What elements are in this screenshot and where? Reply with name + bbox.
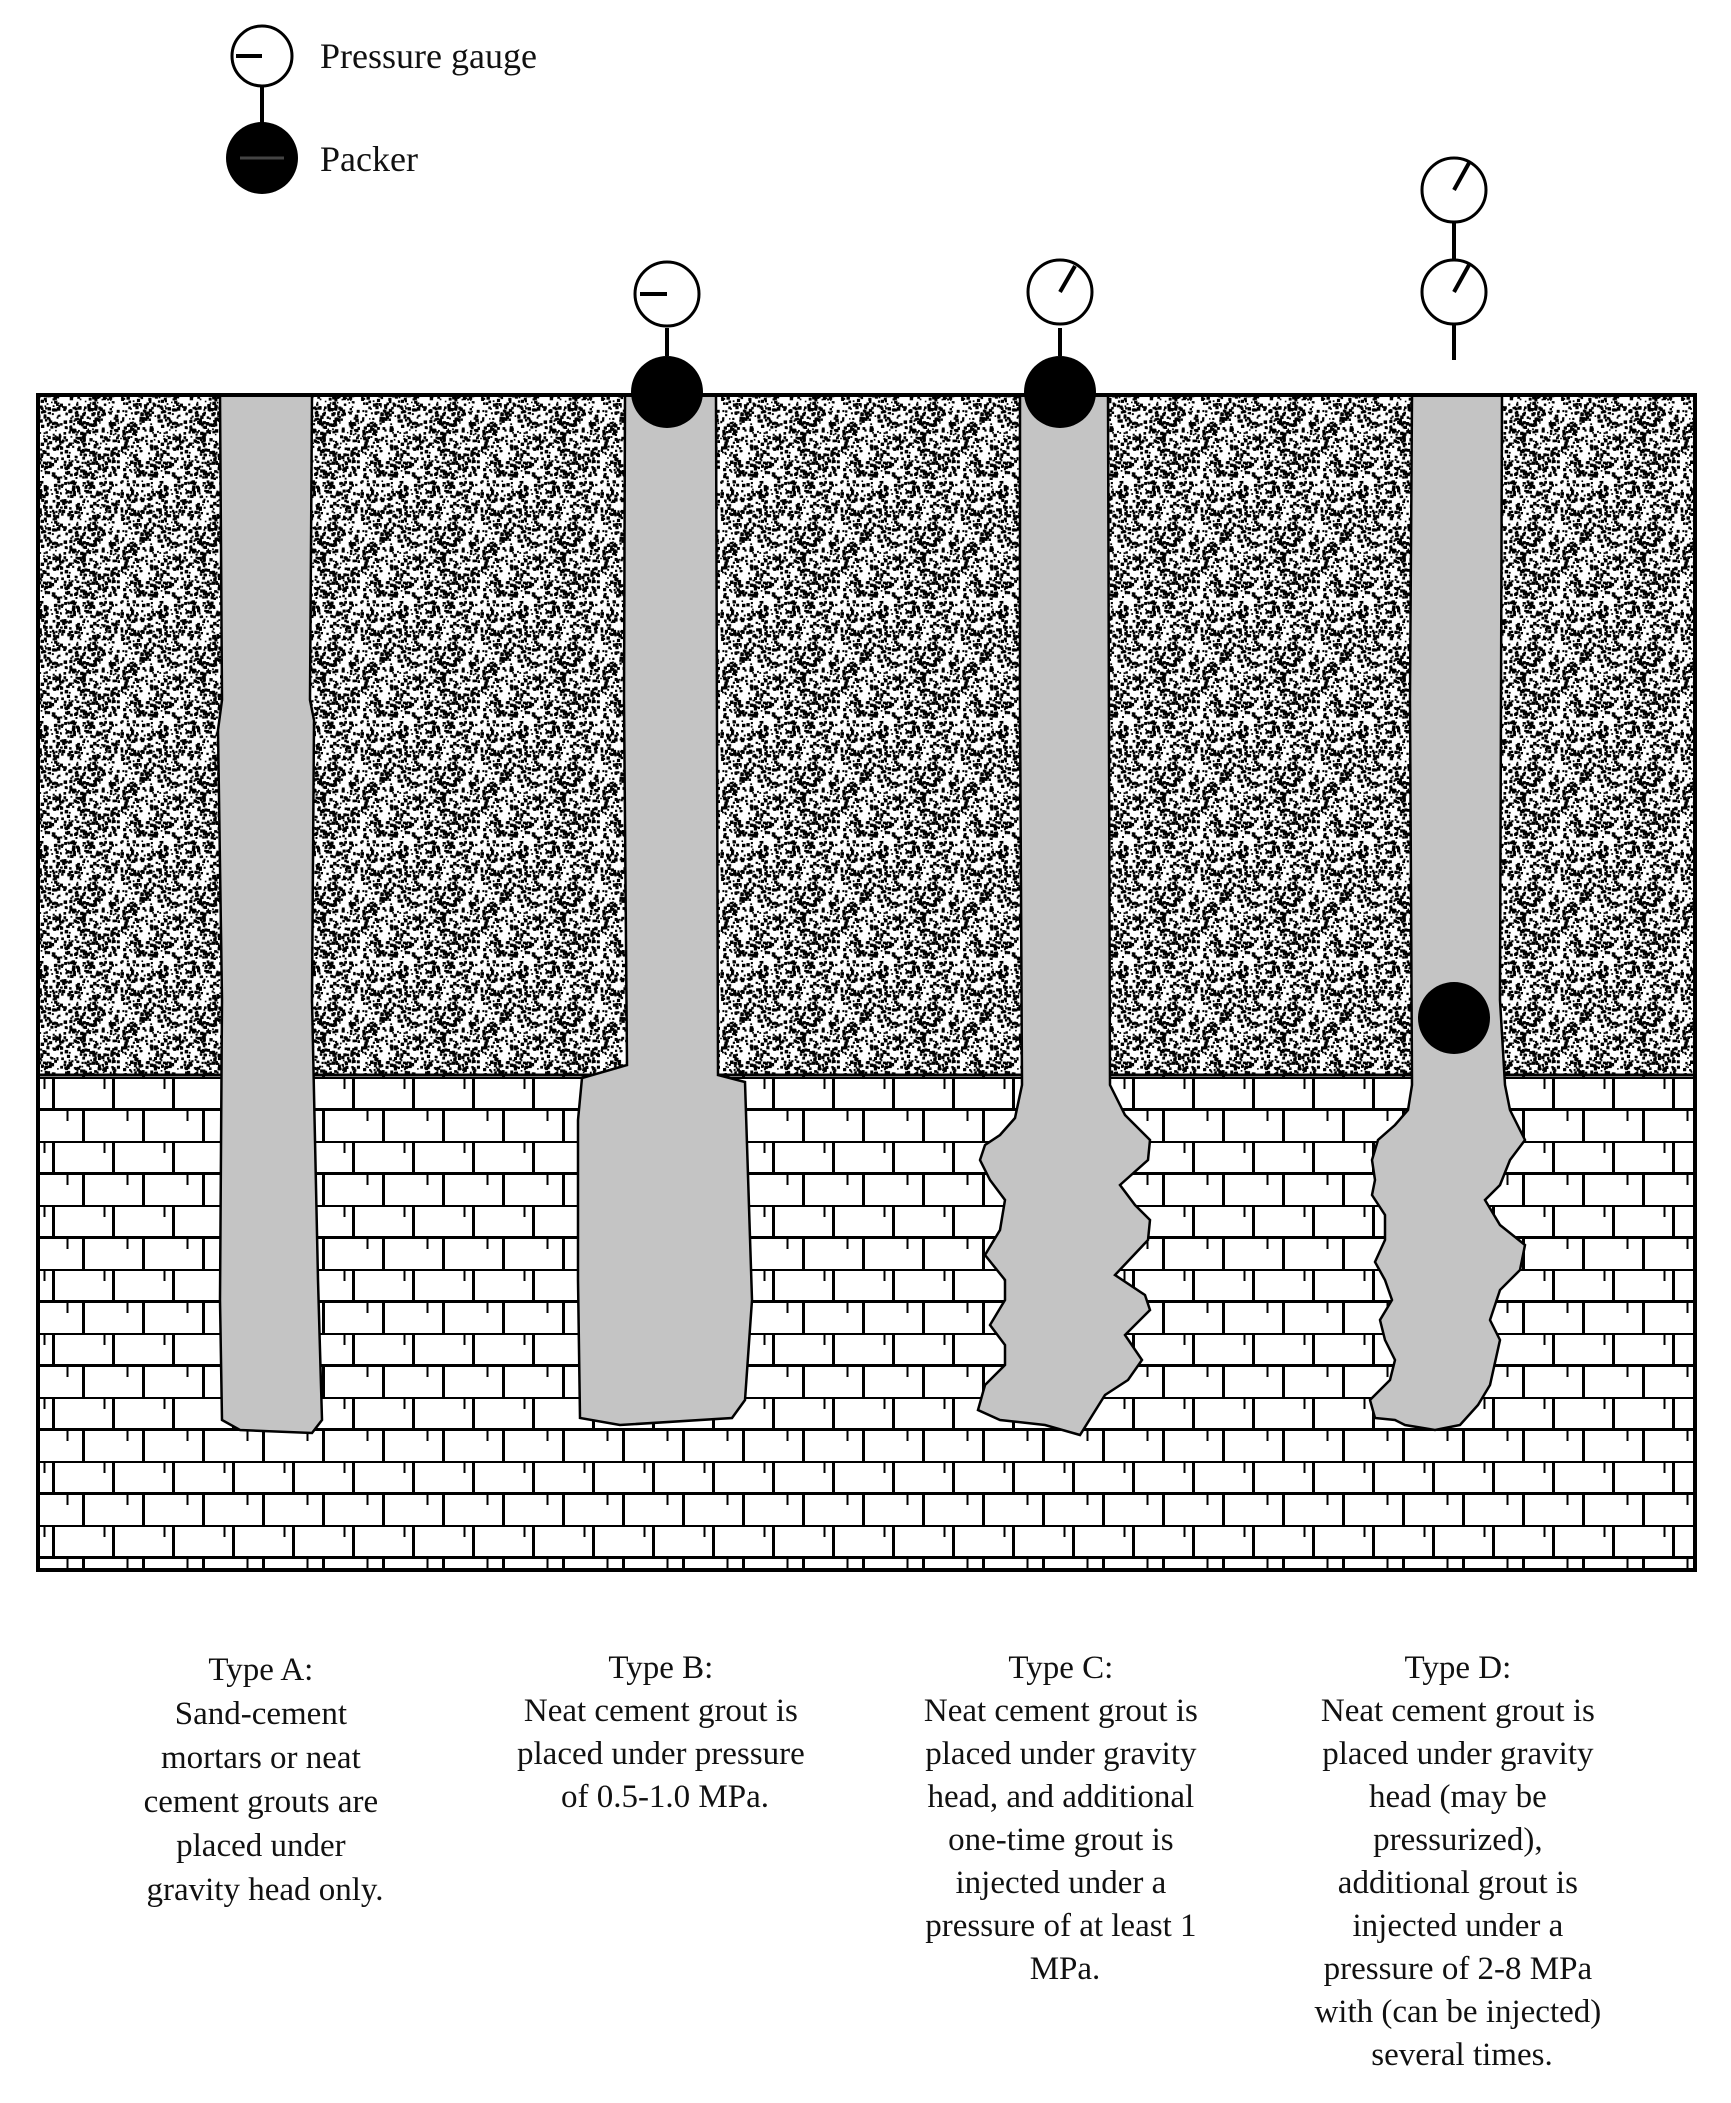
caption-d-line: injected under a xyxy=(1353,1908,1564,1944)
grout-hole-b xyxy=(576,260,754,1427)
caption-a-line: gravity head only. xyxy=(146,1872,383,1908)
caption-d-line: pressurized), xyxy=(1373,1822,1543,1858)
caption-c-line: Neat cement grout is xyxy=(924,1693,1198,1729)
packer-icon xyxy=(1418,982,1490,1054)
grout-column-c xyxy=(976,393,1152,1437)
gauge-needle xyxy=(1452,264,1471,293)
packer-icon xyxy=(631,356,703,428)
legend-pressure-gauge-label: Pressure gauge xyxy=(320,36,537,76)
caption-c-line: head, and additional xyxy=(928,1779,1195,1815)
grout-hole-a xyxy=(216,393,324,1435)
legend-packer: Packer xyxy=(226,122,418,194)
caption-d-line: several times. xyxy=(1371,2037,1552,2073)
legend-pressure-gauge: Pressure gauge xyxy=(230,24,537,130)
legend-packer-label: Packer xyxy=(320,139,418,179)
caption-d-type: Type D: xyxy=(1404,1650,1511,1686)
caption-c-type: Type C: xyxy=(1008,1650,1113,1686)
caption-a-line: Sand-cement xyxy=(175,1696,347,1732)
gauge-needle xyxy=(1058,265,1077,293)
caption-c-line: placed under gravity xyxy=(925,1736,1197,1772)
caption-b-line: of 0.5-1.0 MPa. xyxy=(561,1779,769,1815)
caption-a-line: mortars or neat xyxy=(161,1740,361,1776)
caption-c: Type C: Neat cement grout is placed unde… xyxy=(924,1650,1206,1987)
caption-a-line: placed under xyxy=(176,1828,346,1864)
caption-c-line: one-time grout is xyxy=(948,1822,1173,1858)
grout-column-a xyxy=(216,393,324,1435)
grout-column-d xyxy=(1368,393,1527,1432)
caption-d-line: additional grout is xyxy=(1338,1865,1578,1901)
gauge-needle xyxy=(1452,162,1471,191)
caption-b-type: Type B: xyxy=(608,1650,713,1686)
caption-c-line: pressure of at least 1 xyxy=(925,1908,1196,1944)
caption-a-type: Type A: xyxy=(208,1652,313,1688)
packer-icon xyxy=(1024,356,1096,428)
caption-a: Type A: Sand-cement mortars or neat ceme… xyxy=(144,1652,387,1908)
grout-hole-c xyxy=(976,258,1152,1437)
caption-b-line: Neat cement grout is xyxy=(524,1693,798,1729)
caption-c-line: MPa. xyxy=(1030,1951,1101,1987)
caption-d-line: placed under gravity xyxy=(1322,1736,1594,1772)
grout-hole-d xyxy=(1368,156,1527,1432)
caption-b-line: placed under pressure xyxy=(517,1736,805,1772)
caption-b: Type B: Neat cement grout is placed unde… xyxy=(517,1650,813,1815)
captions: Type A: Sand-cement mortars or neat ceme… xyxy=(144,1650,1609,2073)
caption-a-line: cement grouts are xyxy=(144,1784,379,1820)
caption-d-line: head (may be xyxy=(1369,1779,1547,1815)
legend: Pressure gauge Packer xyxy=(226,24,537,194)
caption-c-line: injected under a xyxy=(956,1865,1167,1901)
caption-d-line: Neat cement grout is xyxy=(1321,1693,1595,1729)
section-outline xyxy=(36,393,1697,1572)
caption-d: Type D: Neat cement grout is placed unde… xyxy=(1314,1650,1609,2073)
caption-d-line: with (can be injected) xyxy=(1314,1994,1601,2030)
caption-d-line: pressure of 2-8 MPa xyxy=(1324,1951,1593,1987)
grout-column-b xyxy=(576,393,754,1427)
